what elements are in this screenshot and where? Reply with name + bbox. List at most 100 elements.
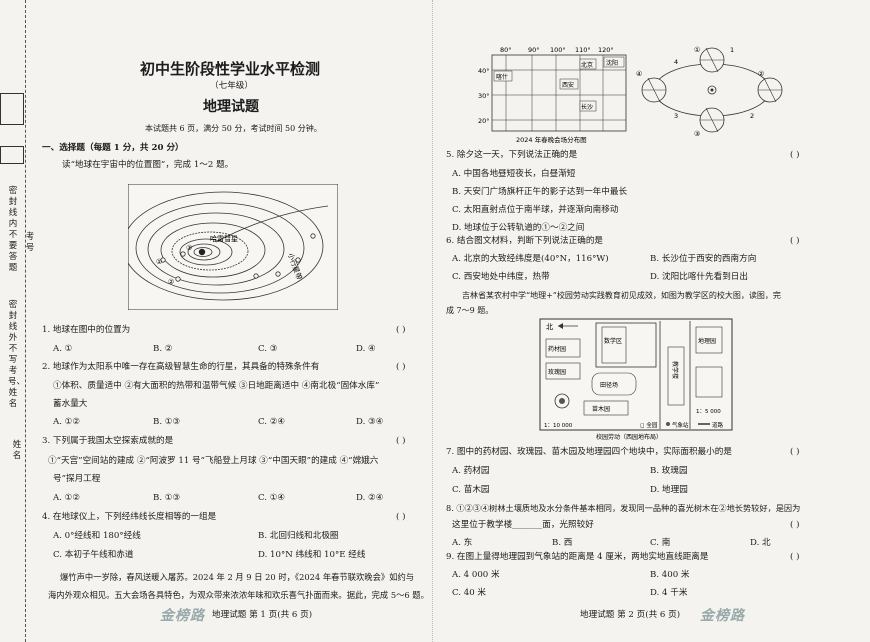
option[interactable]: D. ②④ [356,493,384,503]
city-label: 西安 [562,81,574,89]
question-stem: 4. 在地球仪上，下列经纬线长度相等的一组是 [42,512,217,522]
campus-caption: 校园劳动（西园地布局） [596,433,662,441]
orbit-number: ③ [186,244,192,252]
question-stem: 8. ①②③④树林土壤质地及水分条件基本相同，发现同一品种的喜光树木在②地长势较… [446,503,801,513]
option[interactable]: B. 天安门广场旗杆正午的影子达到一年中最长 [452,187,628,197]
option[interactable]: B. 玫瑰园 [650,466,688,476]
option[interactable]: B. ①③ [153,417,181,427]
block-label: 药材园 [548,345,566,353]
answer-blank[interactable]: ( ) [396,512,406,522]
score-box [0,93,24,125]
option[interactable]: B. 北回归线和北极圈 [258,531,339,541]
scale-label: 1：10 000 [544,423,573,429]
seal-note: 密封线外不写考号、姓名 [8,300,26,409]
answer-blank[interactable]: ( ) [396,325,406,335]
brand-logo-text: 金榜路 [160,608,205,624]
orbit-position-label: ② [758,70,764,78]
passage-line: 海内外观众相见。五大会场各具特色，为观众带来浓浓年味和欢乐喜气扑面而来。据此，完… [48,590,429,600]
question-line: ①“天宫”空间站的建成 ②“阿波罗 11 号”飞船登上月球 ③“中国天眼”的建成… [48,456,379,466]
question-stem: 9. 在图上量得地理园到气象站的距离是 4 厘米，两地实地直线距离是 [446,552,709,562]
legend-item: 道路 [712,421,724,429]
option[interactable]: D. 地球位于公转轨道的①～②之间 [452,223,585,233]
option[interactable]: A. ①② [53,493,81,503]
option[interactable]: B. 长沙位于西安的西南方向 [650,254,757,264]
orbit-segment-label: 1 [730,46,734,54]
lat-label: 20° [478,117,490,125]
option[interactable]: A. 北京的大致经纬度是(40°N，116°W) [452,254,609,264]
campus-map: 北 数学区 药材园 玫瑰园 田径场 苗木园 教学楼 地理园 1：10 000 1… [539,318,733,441]
legend-item: 气象站 [672,421,689,429]
exam-info: 本试题共 6 页，满分 50 分，考试时间 50 分钟。 [145,124,322,133]
passage-line: 爆竹声中一岁除，春风送暖入屠苏。2024 年 2 月 9 日 20 时，《202… [60,572,415,582]
option[interactable]: A. 东 [452,538,473,548]
answer-blank[interactable]: ( ) [790,150,800,160]
block-label: 田径场 [600,381,618,389]
seal-note: 密封线内不要答题 [8,186,18,273]
orbit-number: ① [156,258,162,266]
option[interactable]: D. 沈阳比喀什先看到日出 [650,272,748,282]
option[interactable]: A. 4 000 米 [452,570,500,580]
option[interactable]: A. ① [53,344,73,354]
option[interactable]: D. 10°N 纬线和 10°E 经线 [258,550,366,560]
question-line: 号”探月工程 [53,474,101,484]
option[interactable]: C. ③ [258,344,278,354]
option[interactable]: A. 药材园 [452,466,490,476]
option[interactable]: A. ①② [53,417,81,427]
answer-blank[interactable]: ( ) [396,436,406,446]
lat-label: 40° [478,67,490,75]
option[interactable]: C. 40 米 [452,588,486,598]
option[interactable]: B. 400 米 [650,570,690,580]
block-label: 玫瑰园 [548,368,566,376]
block-label: 地理园 [698,337,716,345]
block-label: 数学区 [604,337,622,345]
orbit-position-label: ① [694,46,700,54]
answer-blank[interactable]: ( ) [790,552,800,562]
passage-line: 成 7～9 题。 [446,306,494,315]
fold-line [432,0,433,642]
page-footer: 地理试题 第 2 页(共 6 页) [580,610,681,620]
lon-label: 100° [550,46,566,54]
option[interactable]: D. 地理园 [650,485,688,495]
option[interactable]: B. ①③ [153,493,181,503]
option[interactable]: C. 苗木园 [452,485,490,495]
lon-label: 80° [500,46,512,54]
answer-blank[interactable]: ( ) [790,236,800,246]
question-line: ①体积、质量适中 ②有大面积的热带和温带气候 ③日地距离适中 ④南北极“固体水库… [53,381,380,391]
map-caption: 2024 年春晚会场分布图 [516,135,587,144]
answer-blank[interactable]: ( ) [790,447,800,457]
lon-label: 110° [575,46,591,54]
option[interactable]: C. 本初子午线和赤道 [53,550,134,560]
question-stem: 2. 地球作为太阳系中唯一存在高级智慧生命的行星，其具备的特殊条件有 [42,362,320,372]
option[interactable]: B. 西 [552,538,573,548]
question-stem: 5. 除夕这一天，下列说法正确的是 [446,150,578,160]
orbit-position-label: ④ [636,70,642,78]
city-label: 沈阳 [606,59,618,67]
option[interactable]: C. ①④ [258,493,286,503]
option[interactable]: C. 太阳直射点位于南半球，并逐渐向南移动 [452,205,619,215]
option[interactable]: C. ②④ [258,417,286,427]
lon-label: 120° [598,46,614,54]
score-box [0,146,24,164]
option[interactable]: B. ② [153,344,173,354]
option[interactable]: D. 4 千米 [650,588,688,598]
block-label: 苗木园 [592,405,610,413]
option[interactable]: D. ④ [356,344,376,354]
grade-label: （七年级） [210,81,253,91]
option[interactable]: C. 西安地处中纬度，热带 [452,272,550,282]
orbit-segment-label: 3 [674,112,678,120]
option[interactable]: A. 中国各地昼短夜长，白昼渐短 [452,169,576,179]
legend-item: ◻ 全园 [640,421,658,429]
option[interactable]: C. 南 [650,538,671,548]
section-heading: 一、选择题（每题 1 分，共 20 分） [42,143,184,153]
brand-logo: 金榜路 [700,605,745,625]
venue-map: 80° 90° 100° 110° 120° 40° 30° 20° 喀什 西安… [478,46,627,144]
subject-title: 地理试题 [203,99,259,115]
option[interactable]: D. ③④ [356,417,384,427]
option[interactable]: A. 0°经线和 180°经线 [53,531,141,541]
answer-blank[interactable]: ( ) [396,362,406,372]
option[interactable]: D. 北 [750,538,771,548]
exam-title: 初中生阶段性学业水平检测 [140,60,321,78]
answer-blank[interactable]: ( ) [790,520,800,530]
orbit-position-label: ③ [694,130,700,138]
